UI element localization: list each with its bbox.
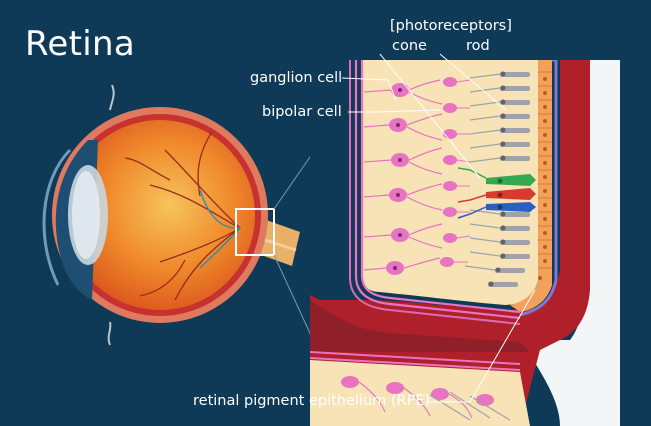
- diagram-title: Retina: [25, 24, 135, 64]
- ganglion-cells: [363, 79, 443, 275]
- bipolar-cells: [440, 77, 471, 267]
- eyeball: [42, 84, 300, 346]
- cone-cells: [457, 167, 536, 219]
- retina-magnified: [310, 60, 620, 426]
- eye-interior: [65, 120, 255, 310]
- rpe-layer: [510, 60, 552, 312]
- label-ganglion-cell: ganglion cell: [250, 70, 343, 86]
- label-cone: cone: [392, 38, 427, 54]
- leader-cone: [379, 53, 481, 179]
- leader-rpe: [426, 289, 536, 403]
- blood-vessels: [124, 131, 241, 301]
- leader-bipolar: [348, 109, 441, 113]
- label-rpe: retinal pigment epithelium (RPE): [193, 393, 431, 409]
- retina-lower-section: [310, 351, 530, 426]
- limiting-membrane: [349, 60, 521, 325]
- label-photoreceptors: [photoreceptors]: [390, 18, 512, 34]
- leader-ganglion: [341, 77, 397, 101]
- label-rod: rod: [466, 38, 490, 54]
- sclera-band: [520, 60, 620, 426]
- zoom-box: [235, 208, 275, 256]
- leader-lines: [341, 53, 536, 403]
- leader-rod: [439, 53, 507, 111]
- label-bipolar-cell: bipolar cell: [262, 104, 342, 120]
- rod-cells: [464, 71, 530, 287]
- cone-blue: [486, 202, 536, 212]
